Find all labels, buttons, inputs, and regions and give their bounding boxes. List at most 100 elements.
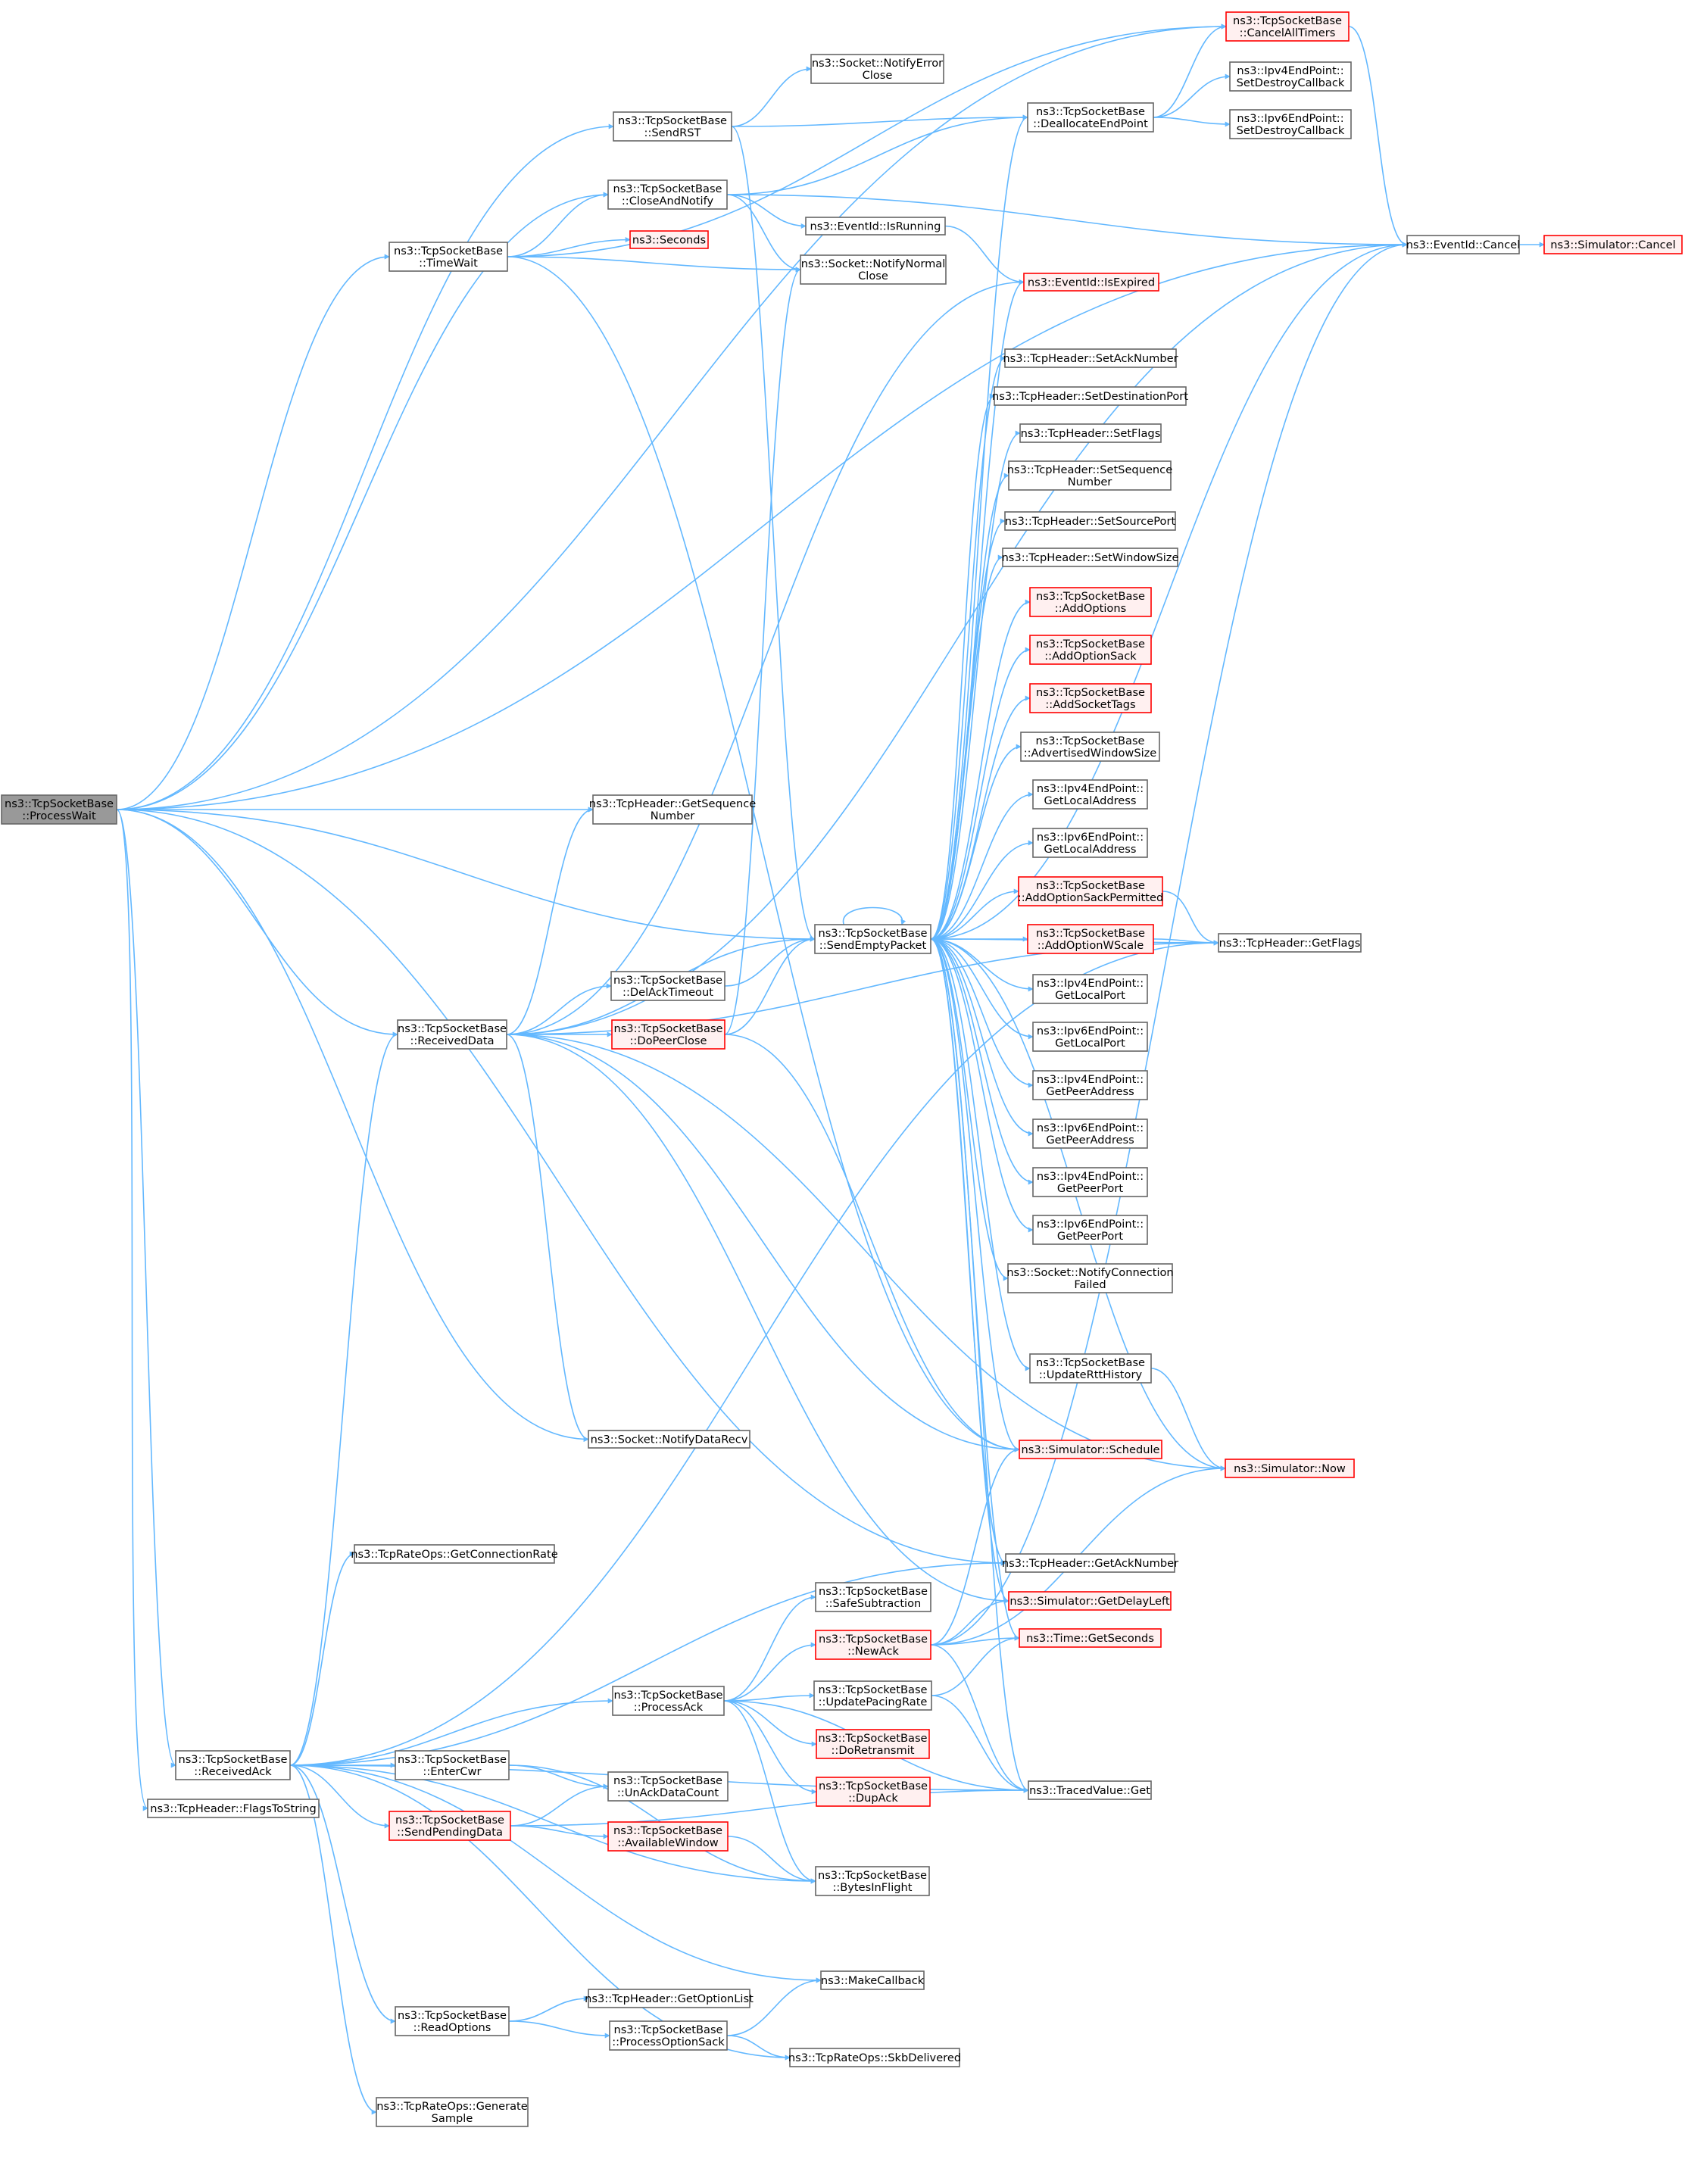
node-label: ::DoPeerClose <box>630 1034 707 1047</box>
node-ipv6GetLocalAddr[interactable]: ns3::Ipv6EndPoint::GetLocalAddress <box>1032 828 1148 858</box>
node-unAckDataCount[interactable]: ns3::TcpSocketBase::UnAckDataCount <box>607 1771 729 1802</box>
node-ipv4SetDestroy[interactable]: ns3::Ipv4EndPoint::SetDestroyCallback <box>1229 61 1352 92</box>
node-availableWindow[interactable]: ns3::TcpSocketBase::AvailableWindow <box>607 1821 729 1852</box>
node-getFlags[interactable]: ns3::TcpHeader::GetFlags <box>1218 933 1362 953</box>
edge-sendRST-to-sendEmptyPacket <box>731 126 816 942</box>
node-doRetransmit[interactable]: ns3::TcpSocketBase::DoRetransmit <box>816 1729 930 1759</box>
node-updateRttHistory[interactable]: ns3::TcpSocketBase::UpdateRttHistory <box>1029 1353 1152 1384</box>
node-label: ::ReceivedAck <box>194 1765 272 1778</box>
node-getSeconds[interactable]: ns3::Time::GetSeconds <box>1019 1628 1162 1648</box>
node-cancelAllTimers[interactable]: ns3::TcpSocketBase::CancelAllTimers <box>1225 11 1350 42</box>
node-sendPendingData[interactable]: ns3::TcpSocketBase::SendPendingData <box>388 1811 511 1841</box>
node-setDestPort[interactable]: ns3::TcpHeader::SetDestinationPort <box>992 386 1188 406</box>
node-tracedGet[interactable]: ns3::TracedValue::Get <box>1028 1780 1152 1800</box>
node-receivedAck[interactable]: ns3::TcpSocketBase::ReceivedAck <box>175 1750 291 1780</box>
node-receivedData[interactable]: ns3::TcpSocketBase::ReceivedData <box>397 1019 507 1050</box>
node-updatePacingRate[interactable]: ns3::TcpSocketBase::UpdatePacingRate <box>813 1680 932 1711</box>
node-timeWait[interactable]: ns3::TcpSocketBase::TimeWait <box>388 242 508 272</box>
node-readOptions[interactable]: ns3::TcpSocketBase::ReadOptions <box>395 2006 510 2036</box>
edge-line <box>726 114 1028 195</box>
node-setFlags[interactable]: ns3::TcpHeader::SetFlags <box>1019 423 1162 443</box>
edge-line <box>506 242 1408 1035</box>
edge-newAck-to-simSchedule <box>930 1446 1020 1646</box>
node-ipv4GetLocalAddr[interactable]: ns3::Ipv4EndPoint::GetLocalAddress <box>1032 779 1148 810</box>
edge-line <box>1162 891 1219 946</box>
node-isRunning[interactable]: ns3::EventId::IsRunning <box>805 217 946 236</box>
node-setAckNumber[interactable]: ns3::TcpHeader::SetAckNumber <box>1003 348 1178 368</box>
node-simCancel[interactable]: ns3::Simulator::Cancel <box>1543 235 1683 254</box>
edge-newAck-to-tracedGet <box>930 1644 1029 1793</box>
node-box <box>388 242 508 272</box>
node-ipv6SetDestroy[interactable]: ns3::Ipv6EndPoint::SetDestroyCallback <box>1229 109 1352 139</box>
edge-line <box>116 254 390 810</box>
node-ipv6GetLocalPort[interactable]: ns3::Ipv6EndPoint::GetLocalPort <box>1032 1022 1148 1052</box>
node-delAckTimeout[interactable]: ns3::TcpSocketBase::DelAckTimeout <box>610 971 725 1001</box>
node-label: ns3::TcpSocketBase <box>1036 105 1145 118</box>
edge-line <box>930 938 1029 1793</box>
node-addOptionWScale[interactable]: ns3::TcpSocketBase::AddOptionWScale <box>1027 924 1154 954</box>
node-getAckNumber[interactable]: ns3::TcpHeader::GetAckNumber <box>1002 1553 1178 1573</box>
edge-availableWindow-to-bytesInFlight <box>727 1836 816 1884</box>
edge-line <box>506 1034 1020 1452</box>
node-deallocateEndPoint[interactable]: ns3::TcpSocketBase::DeallocateEndPoint <box>1027 102 1154 133</box>
node-addSocketTags[interactable]: ns3::TcpSocketBase::AddSocketTags <box>1029 683 1152 713</box>
node-addOptionSack[interactable]: ns3::TcpSocketBase::AddOptionSack <box>1029 635 1152 665</box>
edge-readOptions-to-getOptionList <box>508 1995 589 2022</box>
node-ipv6GetPeerPort[interactable]: ns3::Ipv6EndPoint::GetPeerPort <box>1032 1215 1148 1245</box>
node-sendRST[interactable]: ns3::TcpSocketBase::SendRST <box>613 111 732 142</box>
node-simSchedule[interactable]: ns3::Simulator::Schedule <box>1019 1440 1162 1459</box>
node-box <box>607 179 728 210</box>
edge-line <box>289 1698 613 1766</box>
node-ipv4GetPeerPort[interactable]: ns3::Ipv4EndPoint::GetPeerPort <box>1032 1167 1148 1197</box>
node-processOptionSack[interactable]: ns3::TcpSocketBase::ProcessOptionSack <box>609 2020 728 2051</box>
node-setWindowSize[interactable]: ns3::TcpHeader::SetWindowSize <box>1002 548 1179 567</box>
node-safeSubtraction[interactable]: ns3::TcpSocketBase::SafeSubtraction <box>815 1582 931 1612</box>
node-enterCwr[interactable]: ns3::TcpSocketBase::EnterCwr <box>395 1750 510 1780</box>
node-label: ns3::EventId::Cancel <box>1406 239 1521 251</box>
node-eventCancel[interactable]: ns3::EventId::Cancel <box>1406 235 1521 254</box>
node-closeAndNotify[interactable]: ns3::TcpSocketBase::CloseAndNotify <box>607 179 728 210</box>
node-newAck[interactable]: ns3::TcpSocketBase::NewAck <box>815 1630 931 1660</box>
edge-line <box>116 809 589 1442</box>
node-doPeerClose[interactable]: ns3::TcpSocketBase::DoPeerClose <box>611 1019 725 1050</box>
node-addOptions[interactable]: ns3::TcpSocketBase::AddOptions <box>1029 587 1152 617</box>
node-isExpired[interactable]: ns3::EventId::IsExpired <box>1023 273 1159 292</box>
node-sendEmptyPacket[interactable]: ns3::TcpSocketBase::SendEmptyPacket <box>814 924 931 954</box>
node-dupAck[interactable]: ns3::TcpSocketBase::DupAck <box>816 1777 931 1807</box>
node-skbDelivered[interactable]: ns3::TcpRateOps::SkbDelivered <box>788 2048 961 2067</box>
edge-sendEmptyPacket-to-setWindowSize <box>930 554 1003 940</box>
node-processAck[interactable]: ns3::TcpSocketBase::ProcessAck <box>612 1686 725 1716</box>
node-label: GetLocalAddress <box>1044 843 1137 856</box>
node-advWindowSize[interactable]: ns3::TcpSocketBase::AdvertisedWindowSize <box>1020 732 1160 762</box>
node-seconds[interactable]: ns3::Seconds <box>629 230 709 249</box>
node-box <box>388 1811 511 1841</box>
node-getDelayLeft[interactable]: ns3::Simulator::GetDelayLeft <box>1008 1591 1172 1611</box>
node-setSourcePort[interactable]: ns3::TcpHeader::SetSourcePort <box>1004 511 1176 531</box>
node-flagsToString[interactable]: ns3::TcpHeader::FlagsToString <box>147 1799 320 1818</box>
node-simNow[interactable]: ns3::Simulator::Now <box>1225 1459 1355 1478</box>
edge-receivedAck-to-getConnRate <box>289 1551 355 1766</box>
node-notifyDataRecv[interactable]: ns3::Socket::NotifyDataRecv <box>588 1430 750 1449</box>
node-getConnRate[interactable]: ns3::TcpRateOps::GetConnectionRate <box>351 1544 558 1564</box>
node-bytesInFlight[interactable]: ns3::TcpSocketBase::BytesInFlight <box>815 1866 930 1896</box>
node-label: ns3::Socket::NotifyNormal <box>801 257 946 270</box>
node-makeCallback[interactable]: ns3::MakeCallback <box>820 1970 925 1990</box>
node-ipv6GetPeerAddr[interactable]: ns3::Ipv6EndPoint::GetPeerAddress <box>1032 1119 1148 1149</box>
node-addOptionSackPerm[interactable]: ns3::TcpSocketBase::AddOptionSackPermitt… <box>1018 876 1163 906</box>
edge-receivedData-to-getDelayLeft <box>506 1034 1009 1604</box>
edge-line <box>723 1700 816 1884</box>
edge-line <box>931 1635 1020 1696</box>
node-getOptionList[interactable]: ns3::TcpHeader::GetOptionList <box>585 1989 754 2008</box>
node-ipv4GetLocalPort[interactable]: ns3::Ipv4EndPoint::GetLocalPort <box>1032 974 1148 1004</box>
edge-line <box>723 1642 816 1702</box>
node-label: ns3::TcpHeader::SetAckNumber <box>1003 352 1178 365</box>
node-box <box>820 1970 925 1990</box>
node-ipv4GetPeerAddr[interactable]: ns3::Ipv4EndPoint::GetPeerAddress <box>1032 1070 1148 1100</box>
node-label: ns3::Ipv4EndPoint:: <box>1037 977 1144 990</box>
